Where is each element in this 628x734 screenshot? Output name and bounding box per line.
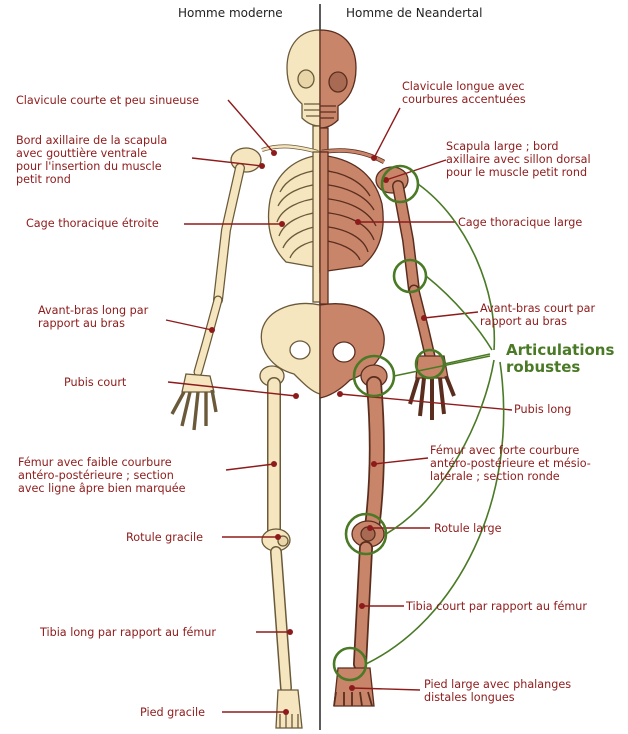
label-modern-clavicle: Clavicule courte et peu sinueuse <box>16 94 199 107</box>
label-modern-foot: Pied gracile <box>140 706 205 719</box>
label-line: antéro-postérieure ; section <box>18 469 186 482</box>
header-neanderthal: Homme de Neandertal <box>346 6 482 20</box>
label-line: antéro-postérieure et mésio- <box>430 457 591 470</box>
label-modern-tibia: Tibia long par rapport au fémur <box>40 626 216 639</box>
label-neanderthal-pubis: Pubis long <box>514 403 571 416</box>
label-neanderthal-clavicle: Clavicule longue avec courbures accentué… <box>402 80 526 106</box>
label-line: avec gouttière ventrale <box>16 147 167 160</box>
label-modern-ribcage: Cage thoracique étroite <box>26 217 159 230</box>
label-line: pour le muscle petit rond <box>446 166 591 179</box>
label-neanderthal-patella: Rotule large <box>434 522 502 535</box>
label-modern-forearm: Avant-bras long par rapport au bras <box>38 304 148 330</box>
label-line: rapport au bras <box>38 317 148 330</box>
label-line: Fémur avec forte courbure <box>430 444 591 457</box>
modern-skeleton <box>172 30 320 728</box>
label-line: Pied large avec phalanges <box>424 678 571 691</box>
label-line: latérale ; section ronde <box>430 470 591 483</box>
label-neanderthal-scapula: Scapula large ; bord axillaire avec sill… <box>446 140 591 179</box>
label-line: Fémur avec faible courbure <box>18 456 186 469</box>
label-line: Clavicule longue avec <box>402 80 526 93</box>
label-line: Avant-bras court par <box>480 302 595 315</box>
label-modern-scapula: Bord axillaire de la scapula avec goutti… <box>16 134 167 186</box>
header-modern-human: Homme moderne <box>178 6 283 20</box>
label-line: petit rond <box>16 173 167 186</box>
label-line: Articulations <box>506 342 614 359</box>
label-modern-femur: Fémur avec faible courbure antéro-postér… <box>18 456 186 495</box>
label-line: courbures accentuées <box>402 93 526 106</box>
label-neanderthal-tibia: Tibia court par rapport au fémur <box>406 600 587 613</box>
label-line: Avant-bras long par <box>38 304 148 317</box>
label-modern-patella: Rotule gracile <box>126 531 203 544</box>
label-neanderthal-ribcage: Cage thoracique large <box>458 216 582 229</box>
label-neanderthal-foot: Pied large avec phalanges distales longu… <box>424 678 571 704</box>
label-line: Scapula large ; bord <box>446 140 591 153</box>
label-line: robustes <box>506 359 614 376</box>
label-line: distales longues <box>424 691 571 704</box>
label-modern-pubis: Pubis court <box>64 376 126 389</box>
label-line: axillaire avec sillon dorsal <box>446 153 591 166</box>
label-line: avec ligne âpre bien marquée <box>18 482 186 495</box>
label-robust-joints: Articulations robustes <box>506 342 614 376</box>
label-line: pour l'insertion du muscle <box>16 160 167 173</box>
label-neanderthal-femur: Fémur avec forte courbure antéro-postéri… <box>430 444 591 483</box>
robust-joint-arcs <box>366 184 504 664</box>
label-neanderthal-forearm: Avant-bras court par rapport au bras <box>480 302 595 328</box>
label-line: rapport au bras <box>480 315 595 328</box>
label-line: Bord axillaire de la scapula <box>16 134 167 147</box>
